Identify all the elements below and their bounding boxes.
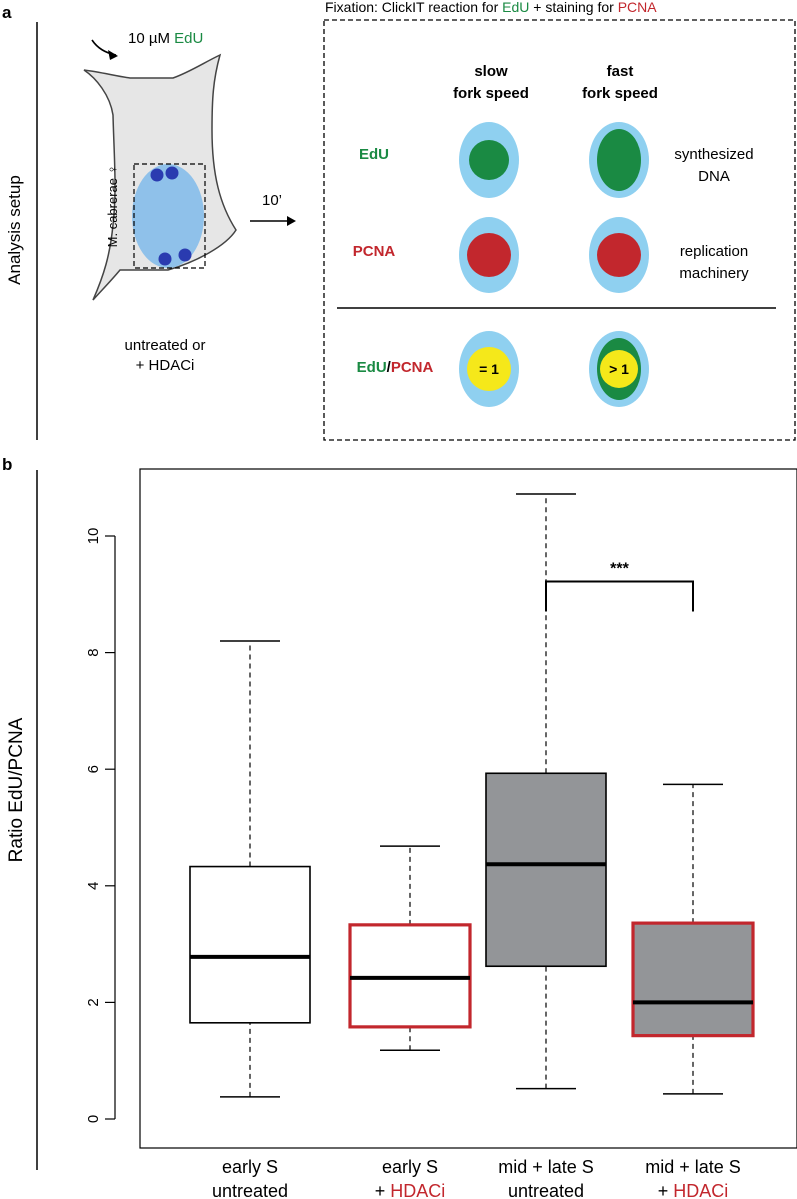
readout-box xyxy=(323,19,796,441)
y-tick-label: 2 xyxy=(85,998,102,1006)
replication-focus xyxy=(165,166,179,180)
ratio-signal-fast xyxy=(600,350,638,388)
comparison-bracket xyxy=(545,580,694,612)
category-label-line1: early S xyxy=(382,1157,438,1177)
category-label-line2: + HDACi xyxy=(658,1181,729,1199)
pcna-description-1: replication xyxy=(680,243,748,260)
y-tick-label: 4 xyxy=(85,882,102,890)
column-slow-title-2: fork speed xyxy=(453,85,529,102)
row-pcna-label: PCNA xyxy=(353,243,396,260)
edu-signal-slow xyxy=(469,140,509,180)
category-label-line2: + HDACi xyxy=(375,1181,446,1199)
panel-a-label: a xyxy=(2,3,12,22)
edu-treatment-label: 10 µM EdU xyxy=(128,30,203,47)
label-prefix: + xyxy=(658,1181,674,1199)
iqr-box xyxy=(485,772,607,968)
zoom-box xyxy=(133,163,206,269)
y-tick-label: 10 xyxy=(85,528,102,545)
nucleus xyxy=(132,164,204,268)
label-treatment: HDACi xyxy=(390,1181,445,1199)
pcna-description-2: machinery xyxy=(679,265,749,282)
y-tick-label: 0 xyxy=(85,1115,102,1123)
category-label-line1: mid + late S xyxy=(645,1157,741,1177)
replication-focus xyxy=(178,248,192,262)
treatment-arrowhead xyxy=(108,50,118,60)
significance-bracket: *** xyxy=(545,560,694,612)
pcna-signal-fast xyxy=(597,233,641,277)
box-plot xyxy=(189,493,755,1098)
iqr-box xyxy=(189,865,311,1024)
edu-signal-fast xyxy=(597,129,641,191)
category-label-line2: untreated xyxy=(212,1181,288,1199)
analysis-setup-title: Analysis setup xyxy=(5,175,24,285)
x-axis-labels: early S untreated early S + HDACi mid + late… xyxy=(212,1157,741,1199)
label-condition: untreated xyxy=(212,1181,288,1199)
box-group xyxy=(189,640,311,1098)
box-group xyxy=(631,783,755,1095)
edu-description-2: DNA xyxy=(698,168,730,185)
column-fast-title-1: fast xyxy=(607,63,634,80)
column-slow-title-1: slow xyxy=(474,63,508,80)
label-condition: untreated xyxy=(508,1181,584,1199)
category-label-line1: mid + late S xyxy=(498,1157,594,1177)
row-ratio-label: EdU/PCNA xyxy=(357,359,434,376)
ratio-value-fast: > 1 xyxy=(609,361,629,377)
ratio-signal-slow xyxy=(467,347,511,391)
replication-focus xyxy=(150,168,164,182)
column-fast-title-2: fork speed xyxy=(582,85,658,102)
condition-label-1: untreated or xyxy=(125,337,206,354)
y-tick-label: 6 xyxy=(85,765,102,773)
fixation-heading: Fixation: ClickIT reaction for EdU + sta… xyxy=(325,0,657,15)
box-group xyxy=(348,845,472,1051)
y-axis-label: Ratio EdU/PCNA xyxy=(6,717,27,862)
iqr-box xyxy=(348,923,472,1029)
species-label: M. cabrerae ♀ xyxy=(105,165,120,248)
label-prefix: + xyxy=(375,1181,391,1199)
ratio-value-slow: = 1 xyxy=(479,361,499,377)
pcna-signal-slow xyxy=(467,233,511,277)
y-tick-label: 8 xyxy=(85,648,102,656)
time-arrowhead xyxy=(287,216,296,226)
category-label-line2: untreated xyxy=(508,1181,584,1199)
box-group xyxy=(485,493,607,1090)
label-treatment: HDACi xyxy=(673,1181,728,1199)
edu-description-1: synthesized xyxy=(674,146,753,163)
y-axis: 0 2 4 6 8 10 xyxy=(85,528,116,1123)
panel-b-label: b xyxy=(2,455,12,474)
time-label: 10’ xyxy=(262,192,282,209)
plot-frame xyxy=(139,468,797,1149)
significance-stars: *** xyxy=(610,560,629,577)
iqr-box xyxy=(631,921,755,1038)
row-edu-label: EdU xyxy=(359,146,389,163)
condition-label-2: + HDACi xyxy=(136,357,195,374)
category-label-line1: early S xyxy=(222,1157,278,1177)
replication-focus xyxy=(158,252,172,266)
